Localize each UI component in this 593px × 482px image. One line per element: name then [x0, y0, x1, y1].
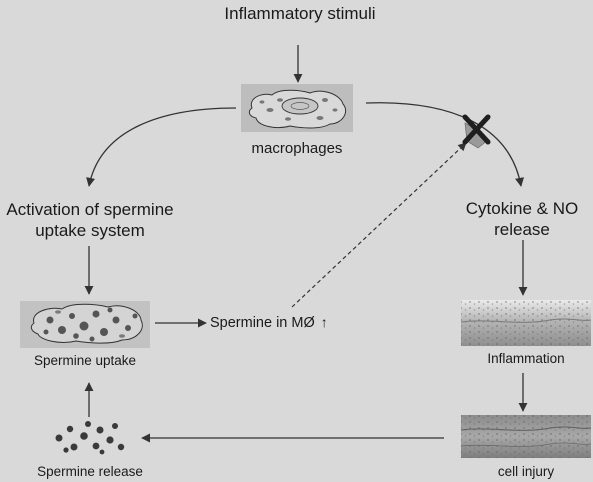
dashed-inhibition-arrow: [291, 142, 467, 308]
cytokine-label: Cytokine & NO release: [465, 199, 579, 239]
inflammation-image: [460, 300, 592, 346]
activation-label: Activation of spermine uptake system: [6, 200, 174, 240]
spermine-in-mo-row: Spermine in MØ ↑: [210, 314, 328, 332]
spermine-uptake-image: [20, 301, 150, 348]
arrow-macrophages-to-activation: [86, 107, 237, 187]
spermine-in-mo-label: Spermine in MØ: [210, 315, 315, 331]
arrow-macrophages-to-cytokine: [365, 102, 525, 187]
block-x-icon: [462, 114, 491, 149]
macrophages-label: macrophages: [251, 140, 343, 157]
spermine-uptake-label: Spermine uptake: [33, 353, 137, 368]
up-arrow-icon: ↑: [320, 314, 328, 330]
cell-injury-label: cell injury: [497, 464, 555, 479]
macrophage-image: [241, 84, 353, 132]
spermine-release-label: Spermine release: [37, 464, 143, 479]
cell-injury-image: [460, 415, 592, 458]
inflammation-label: Inflammation: [487, 351, 565, 366]
spermine-release-image: [55, 421, 125, 455]
stimuli-label: Inflammatory stimuli: [224, 4, 376, 23]
